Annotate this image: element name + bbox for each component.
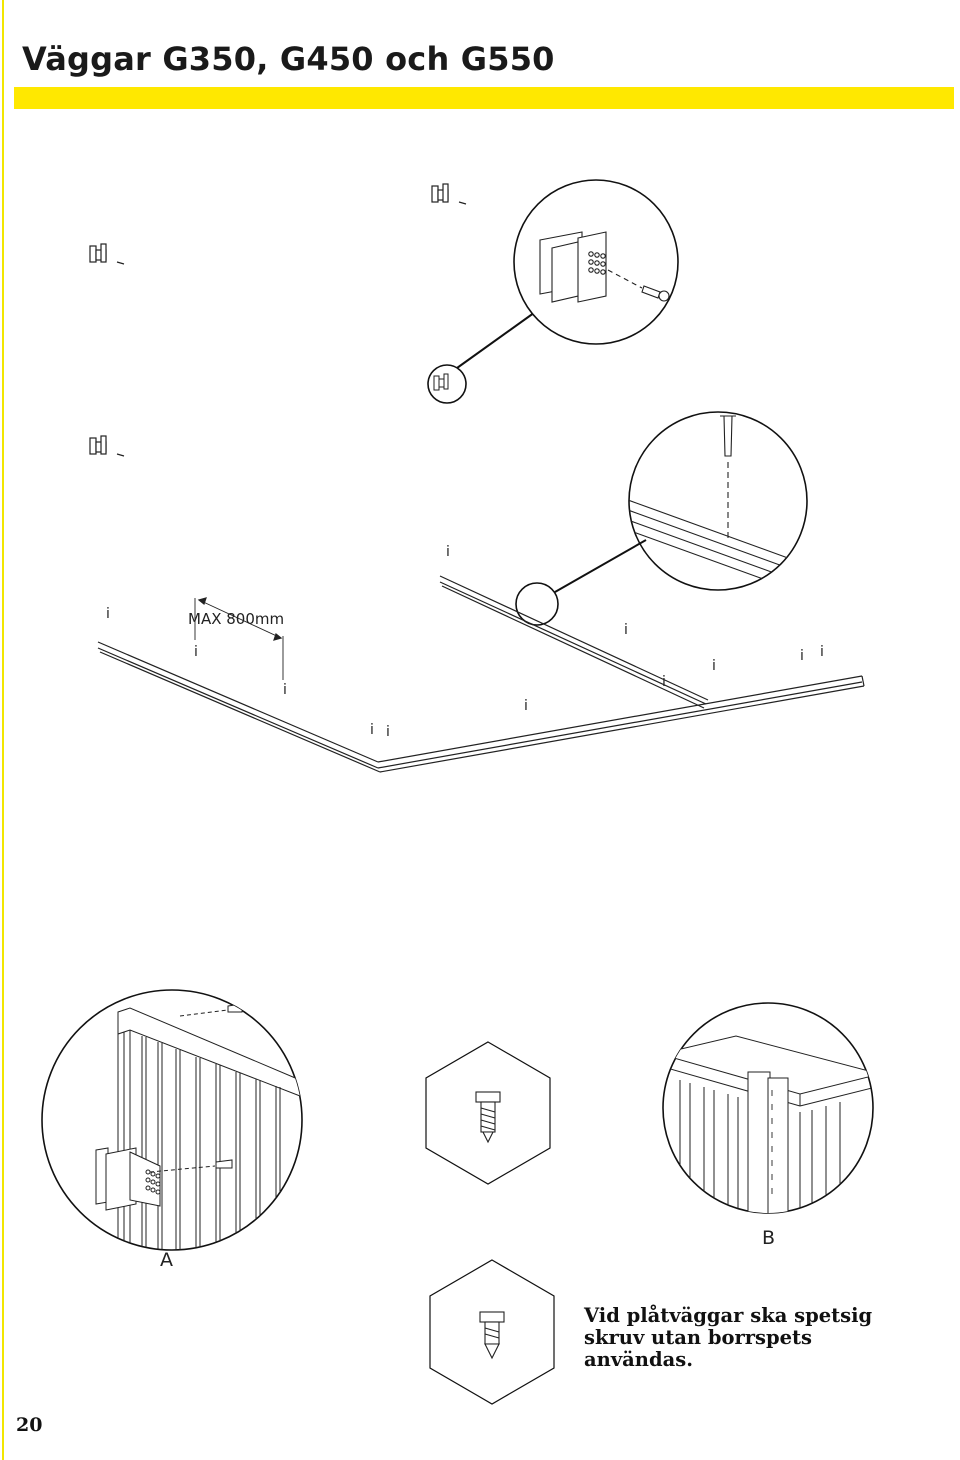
marker: i: [524, 698, 528, 714]
sharp-point-screw-icon: [429, 1259, 555, 1405]
marker: i: [800, 648, 804, 664]
drill-point-screw-icon: [425, 1041, 551, 1185]
marker: i: [106, 606, 110, 622]
page-margin-rule: [2, 0, 4, 1460]
detail-b-label: B: [762, 1227, 775, 1249]
zoom-marker-bracket: [427, 309, 539, 404]
marker: i: [624, 622, 628, 638]
detail-b-circle: B: [662, 1002, 874, 1249]
marker: i: [370, 722, 374, 738]
marker: i: [820, 644, 824, 660]
max-spacing-label: MAX 800mm: [188, 610, 284, 628]
marker: i: [662, 674, 666, 690]
page-title: Väggar G350, G450 och G550: [22, 40, 555, 78]
detail-a-circle: A: [41, 989, 303, 1271]
marker: i: [283, 682, 287, 698]
marker: i: [194, 644, 198, 660]
marker: i: [386, 724, 390, 740]
title-accent-bar: [14, 87, 954, 109]
page-number: 20: [16, 1414, 43, 1436]
detail-bracket-screw: [513, 179, 679, 345]
detail-rail-screw: [515, 411, 808, 626]
screw-note: Vid plåtväggar ska spetsig skruv utan bo…: [584, 1304, 873, 1371]
floor-rail-frame: [97, 575, 865, 773]
marker: i: [712, 658, 716, 674]
bracket-icon: [89, 183, 467, 457]
marker: i: [446, 544, 450, 560]
detail-a-label: A: [160, 1249, 173, 1271]
screw-position-markers: i i i i i i i i i i i i: [106, 544, 824, 740]
